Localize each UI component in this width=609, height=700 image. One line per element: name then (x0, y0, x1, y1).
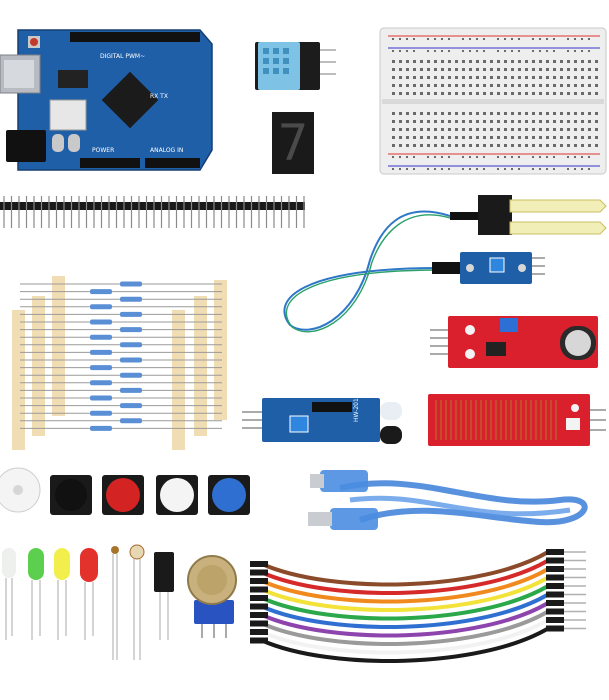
jumper-wire (261, 626, 550, 664)
breadboard (379, 27, 607, 175)
paper-tape (194, 296, 207, 436)
led-yellow (54, 548, 70, 640)
resistor (90, 395, 112, 401)
moisture-sensor-module (432, 252, 545, 284)
label-analog: ANALOG IN (150, 147, 183, 154)
resistor (120, 418, 142, 424)
sound-sensor-module (430, 316, 598, 368)
paper-tape (172, 310, 185, 450)
jumper-wire (261, 601, 550, 638)
leds (2, 548, 98, 640)
resistor (120, 281, 142, 287)
tilt-switch (154, 552, 174, 640)
resistor (90, 289, 112, 295)
jumper-wire (261, 567, 550, 604)
segment-digit: 7 (278, 114, 308, 172)
green-wire (285, 214, 451, 333)
soil-moisture-probe (450, 195, 607, 235)
led-white (2, 548, 16, 640)
paper-tape (12, 310, 25, 450)
button-blue (208, 475, 250, 515)
label-digital: DIGITAL PWM~ (100, 53, 145, 60)
photoresistor (111, 544, 145, 660)
jumper-wire (261, 575, 550, 613)
resistor (120, 342, 142, 348)
resistor (120, 403, 142, 409)
resistor (90, 334, 112, 340)
button-red (102, 475, 144, 515)
resistor (90, 304, 112, 310)
power-jack (6, 130, 46, 162)
label-power: POWER (92, 147, 114, 154)
resistor (120, 311, 142, 317)
jumper-wires (250, 549, 586, 664)
seven-segment-display: 7 (272, 112, 314, 174)
resistor (120, 296, 142, 302)
digital-header (70, 32, 200, 42)
buzzer (0, 467, 41, 513)
resistor (90, 319, 112, 325)
resistor (120, 327, 142, 333)
arduino-uno-board: DIGITAL PWM~ RX TX POWER ANALOG IN (0, 29, 213, 171)
resistor (90, 365, 112, 371)
label-rxtx: RX TX (150, 93, 168, 100)
dht11-sensor (255, 42, 336, 90)
paper-tape (214, 280, 227, 420)
water-level-sensor (428, 394, 606, 446)
push-buttons (50, 475, 250, 515)
usb-cable (308, 470, 588, 530)
paper-tape (52, 276, 65, 416)
ir-sensor-label: HW-201 (353, 398, 360, 422)
resistor (90, 425, 112, 431)
resistor (120, 387, 142, 393)
ir-obstacle-sensor: HW-201 (242, 398, 402, 444)
resistor (120, 357, 142, 363)
led-green (28, 548, 44, 640)
jumper-wire (261, 558, 550, 596)
resistor (90, 380, 112, 386)
jumper-wire (261, 592, 550, 630)
pin-header-strip (0, 196, 305, 228)
resistor (90, 349, 112, 355)
jumper-wire (261, 609, 550, 647)
paper-tape (32, 296, 45, 436)
potentiometer (187, 555, 237, 638)
resistor-set (12, 276, 227, 450)
button-white (156, 475, 198, 515)
jumper-wire (261, 618, 550, 655)
button-black (50, 475, 92, 515)
jumper-wire (261, 584, 550, 621)
jumper-wire (261, 550, 550, 587)
led-red (80, 548, 98, 640)
resistor (90, 410, 112, 416)
resistor (120, 372, 142, 378)
blue-wire (283, 210, 451, 331)
microcontroller-chip (101, 71, 159, 129)
